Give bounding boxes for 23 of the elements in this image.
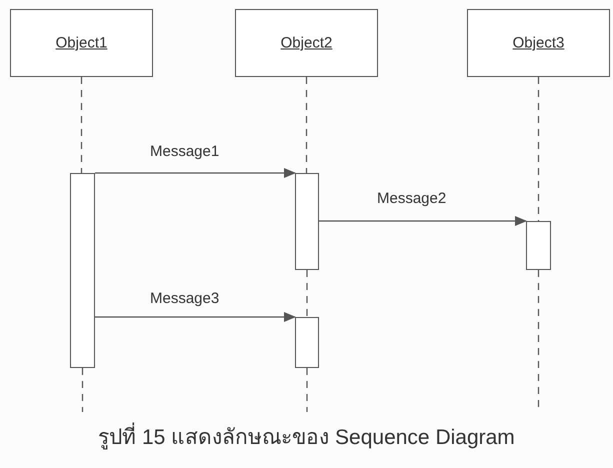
message-arrow [319, 216, 527, 226]
activation-bar [70, 173, 95, 368]
activation-bar [295, 317, 319, 368]
activation-bar [295, 173, 319, 270]
message-arrow [95, 312, 296, 322]
lifeline [306, 368, 308, 412]
activation-bar [526, 221, 551, 270]
object-box [235, 9, 378, 77]
object-name: Object2 [280, 34, 332, 52]
object-name: Object3 [512, 34, 564, 52]
edge-label: Message3 [148, 290, 222, 307]
caption: รูปที่ 15 แสดงลักษณะของ Sequence Diagram [98, 420, 515, 453]
message-arrow [95, 168, 296, 178]
lifeline [82, 368, 84, 412]
object-box [467, 9, 610, 77]
object-box [10, 9, 153, 77]
lifeline [538, 77, 540, 221]
lifeline [80, 77, 82, 173]
lifeline [306, 270, 308, 317]
object-name: Object1 [56, 34, 108, 52]
edge-label: Message1 [148, 143, 222, 160]
lifeline [306, 77, 308, 173]
edge-label: Message2 [375, 190, 448, 207]
